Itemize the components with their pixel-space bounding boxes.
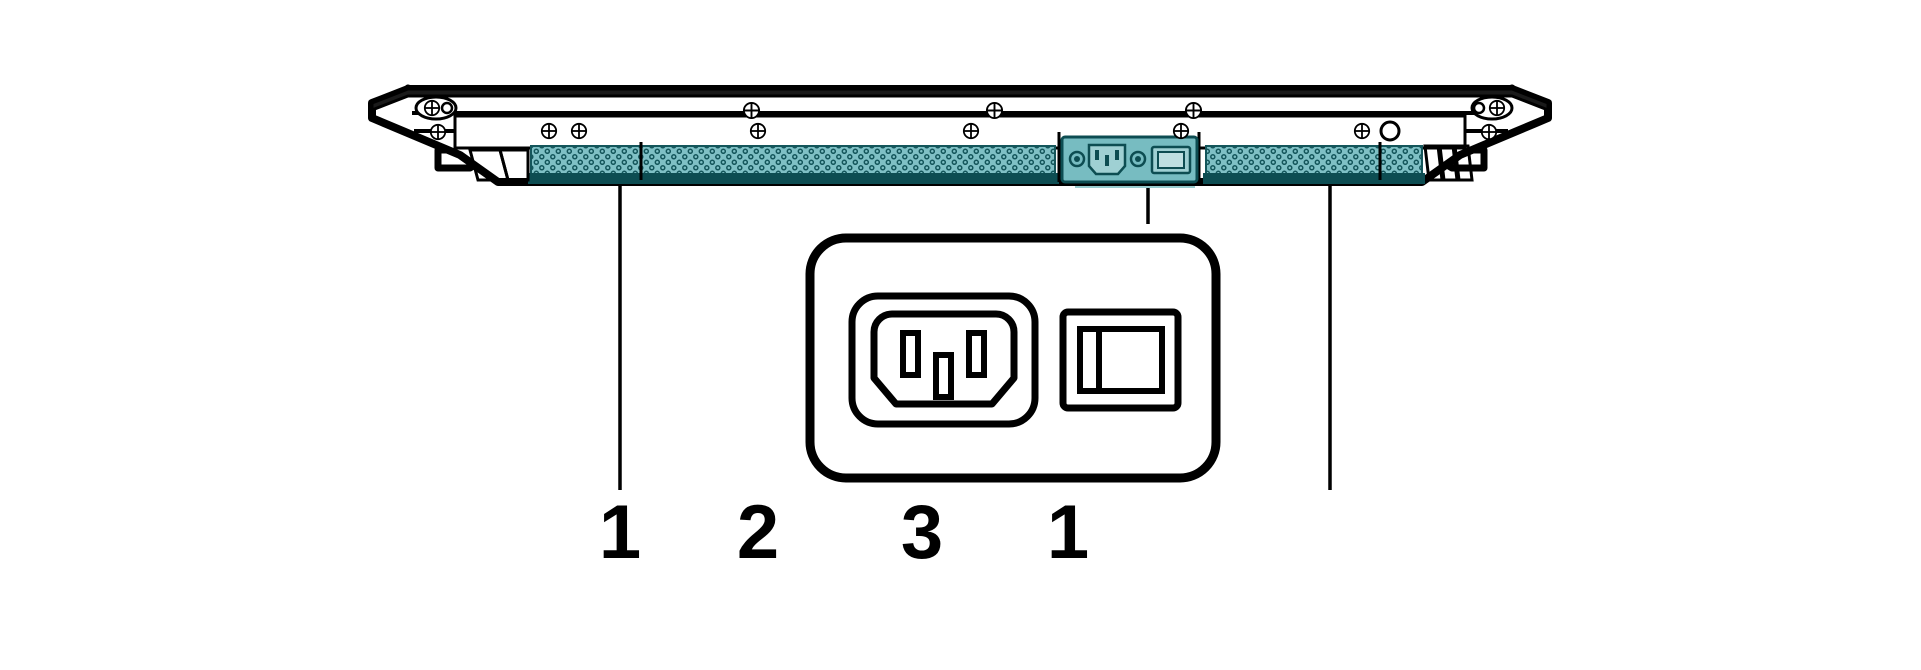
module-screw-left-core bbox=[1074, 156, 1080, 162]
inlet-pin-center-small bbox=[1105, 155, 1109, 166]
screw-right-a bbox=[1488, 99, 1506, 117]
inlet-pin-slot-right bbox=[966, 330, 987, 378]
rocker-power-switch bbox=[1059, 308, 1182, 412]
screw-low-2 bbox=[570, 122, 588, 140]
inlet-pin-left-small bbox=[1095, 150, 1099, 160]
screw-low-5 bbox=[1172, 122, 1190, 140]
circular-port bbox=[1379, 120, 1401, 142]
device-rear-view bbox=[368, 84, 1552, 188]
screw-left-b bbox=[440, 101, 454, 115]
screw-top-3 bbox=[1184, 101, 1203, 120]
module-screw-right-core bbox=[1135, 156, 1141, 162]
left-rib-hatching bbox=[468, 148, 530, 182]
power-entry-module bbox=[1060, 135, 1199, 184]
callout-number-2: 2 bbox=[736, 490, 780, 575]
screw-left-a bbox=[423, 99, 441, 117]
screw-low-4 bbox=[962, 122, 980, 140]
screw-right-bracket bbox=[1480, 123, 1498, 141]
vent-shadow-left bbox=[528, 173, 1059, 184]
callout-number-1-right: 1 bbox=[1046, 490, 1090, 575]
ventilation-grille-left bbox=[528, 145, 1059, 184]
screw-low-6 bbox=[1353, 122, 1371, 140]
callout-number-1-left: 1 bbox=[598, 490, 642, 575]
switch-rocker-face bbox=[1077, 326, 1165, 394]
iec-c14-power-inlet bbox=[848, 292, 1039, 428]
right-rib-hatching bbox=[1423, 144, 1474, 182]
vent-shadow-right bbox=[1203, 173, 1425, 184]
rocker-face-small bbox=[1157, 151, 1185, 169]
screw-left-bracket bbox=[429, 123, 447, 141]
power-entry-module-detail bbox=[805, 233, 1221, 483]
module-screw-left bbox=[1068, 150, 1086, 168]
inlet-pin-right-small bbox=[1115, 150, 1119, 160]
screw-top-1 bbox=[742, 101, 761, 120]
module-screw-right bbox=[1129, 150, 1147, 168]
recessed-face bbox=[453, 114, 1467, 150]
screw-low-3 bbox=[749, 122, 767, 140]
screw-cluster-right bbox=[1470, 95, 1514, 121]
screw-low-1 bbox=[540, 122, 558, 140]
inlet-pin-slot-left bbox=[900, 330, 921, 378]
ventilation-grille-right bbox=[1203, 145, 1425, 184]
inlet-pin-slot-earth bbox=[933, 352, 954, 400]
screw-right-b bbox=[1472, 101, 1486, 115]
screw-top-2 bbox=[985, 101, 1004, 120]
callout-number-3: 3 bbox=[900, 490, 944, 575]
screw-cluster-left bbox=[414, 95, 458, 121]
chassis-top-bevel bbox=[370, 87, 1550, 112]
leader-lines bbox=[618, 186, 1332, 490]
